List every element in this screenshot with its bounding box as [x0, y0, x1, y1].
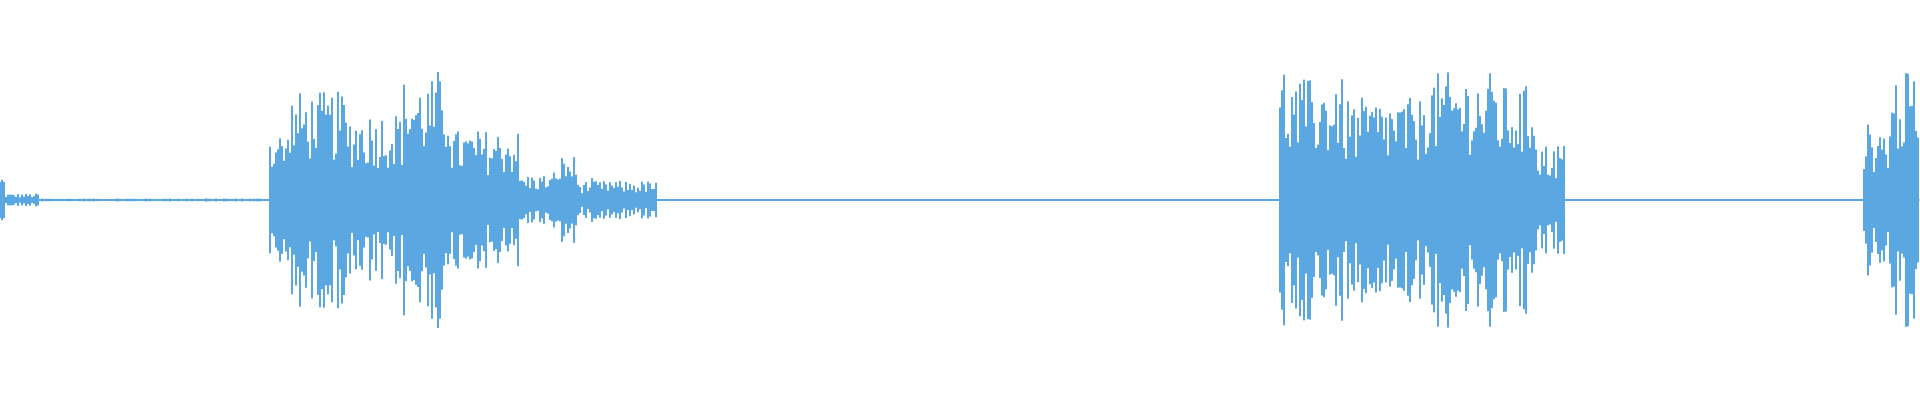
waveform-bars: [0, 72, 1919, 328]
